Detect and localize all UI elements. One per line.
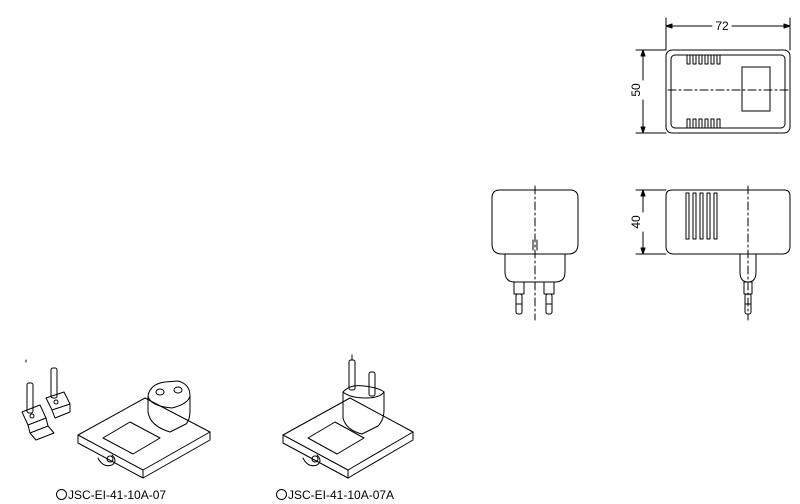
detached-plug-pins [21,359,71,441]
vent-slots-top [686,54,721,65]
vent-slots-bottom [686,118,721,129]
width-dimension-label: 72 [715,19,729,33]
product-iso-a [21,359,211,479]
top-view: 72 50 [629,17,791,134]
bullet-circle-icon [56,489,67,500]
front-view [491,185,579,321]
height-dimension-label: 50 [629,83,643,97]
caption-model-b: JSC-EI-41-10A-07A [276,488,394,502]
depth-dimension-label: 40 [629,215,643,229]
label-window [102,421,161,455]
side-view: 40 [629,185,791,321]
product-iso-b [282,354,414,479]
caption-model-a: JSC-EI-41-10A-07 [56,488,166,502]
caption-model-b-text: JSC-EI-41-10A-07A [288,488,395,502]
vent-slots-side [685,192,718,240]
label-window [307,421,365,455]
caption-model-a-text: JSC-EI-41-10A-07 [68,488,167,502]
bullet-circle-icon [276,489,287,500]
label-window [741,66,771,112]
